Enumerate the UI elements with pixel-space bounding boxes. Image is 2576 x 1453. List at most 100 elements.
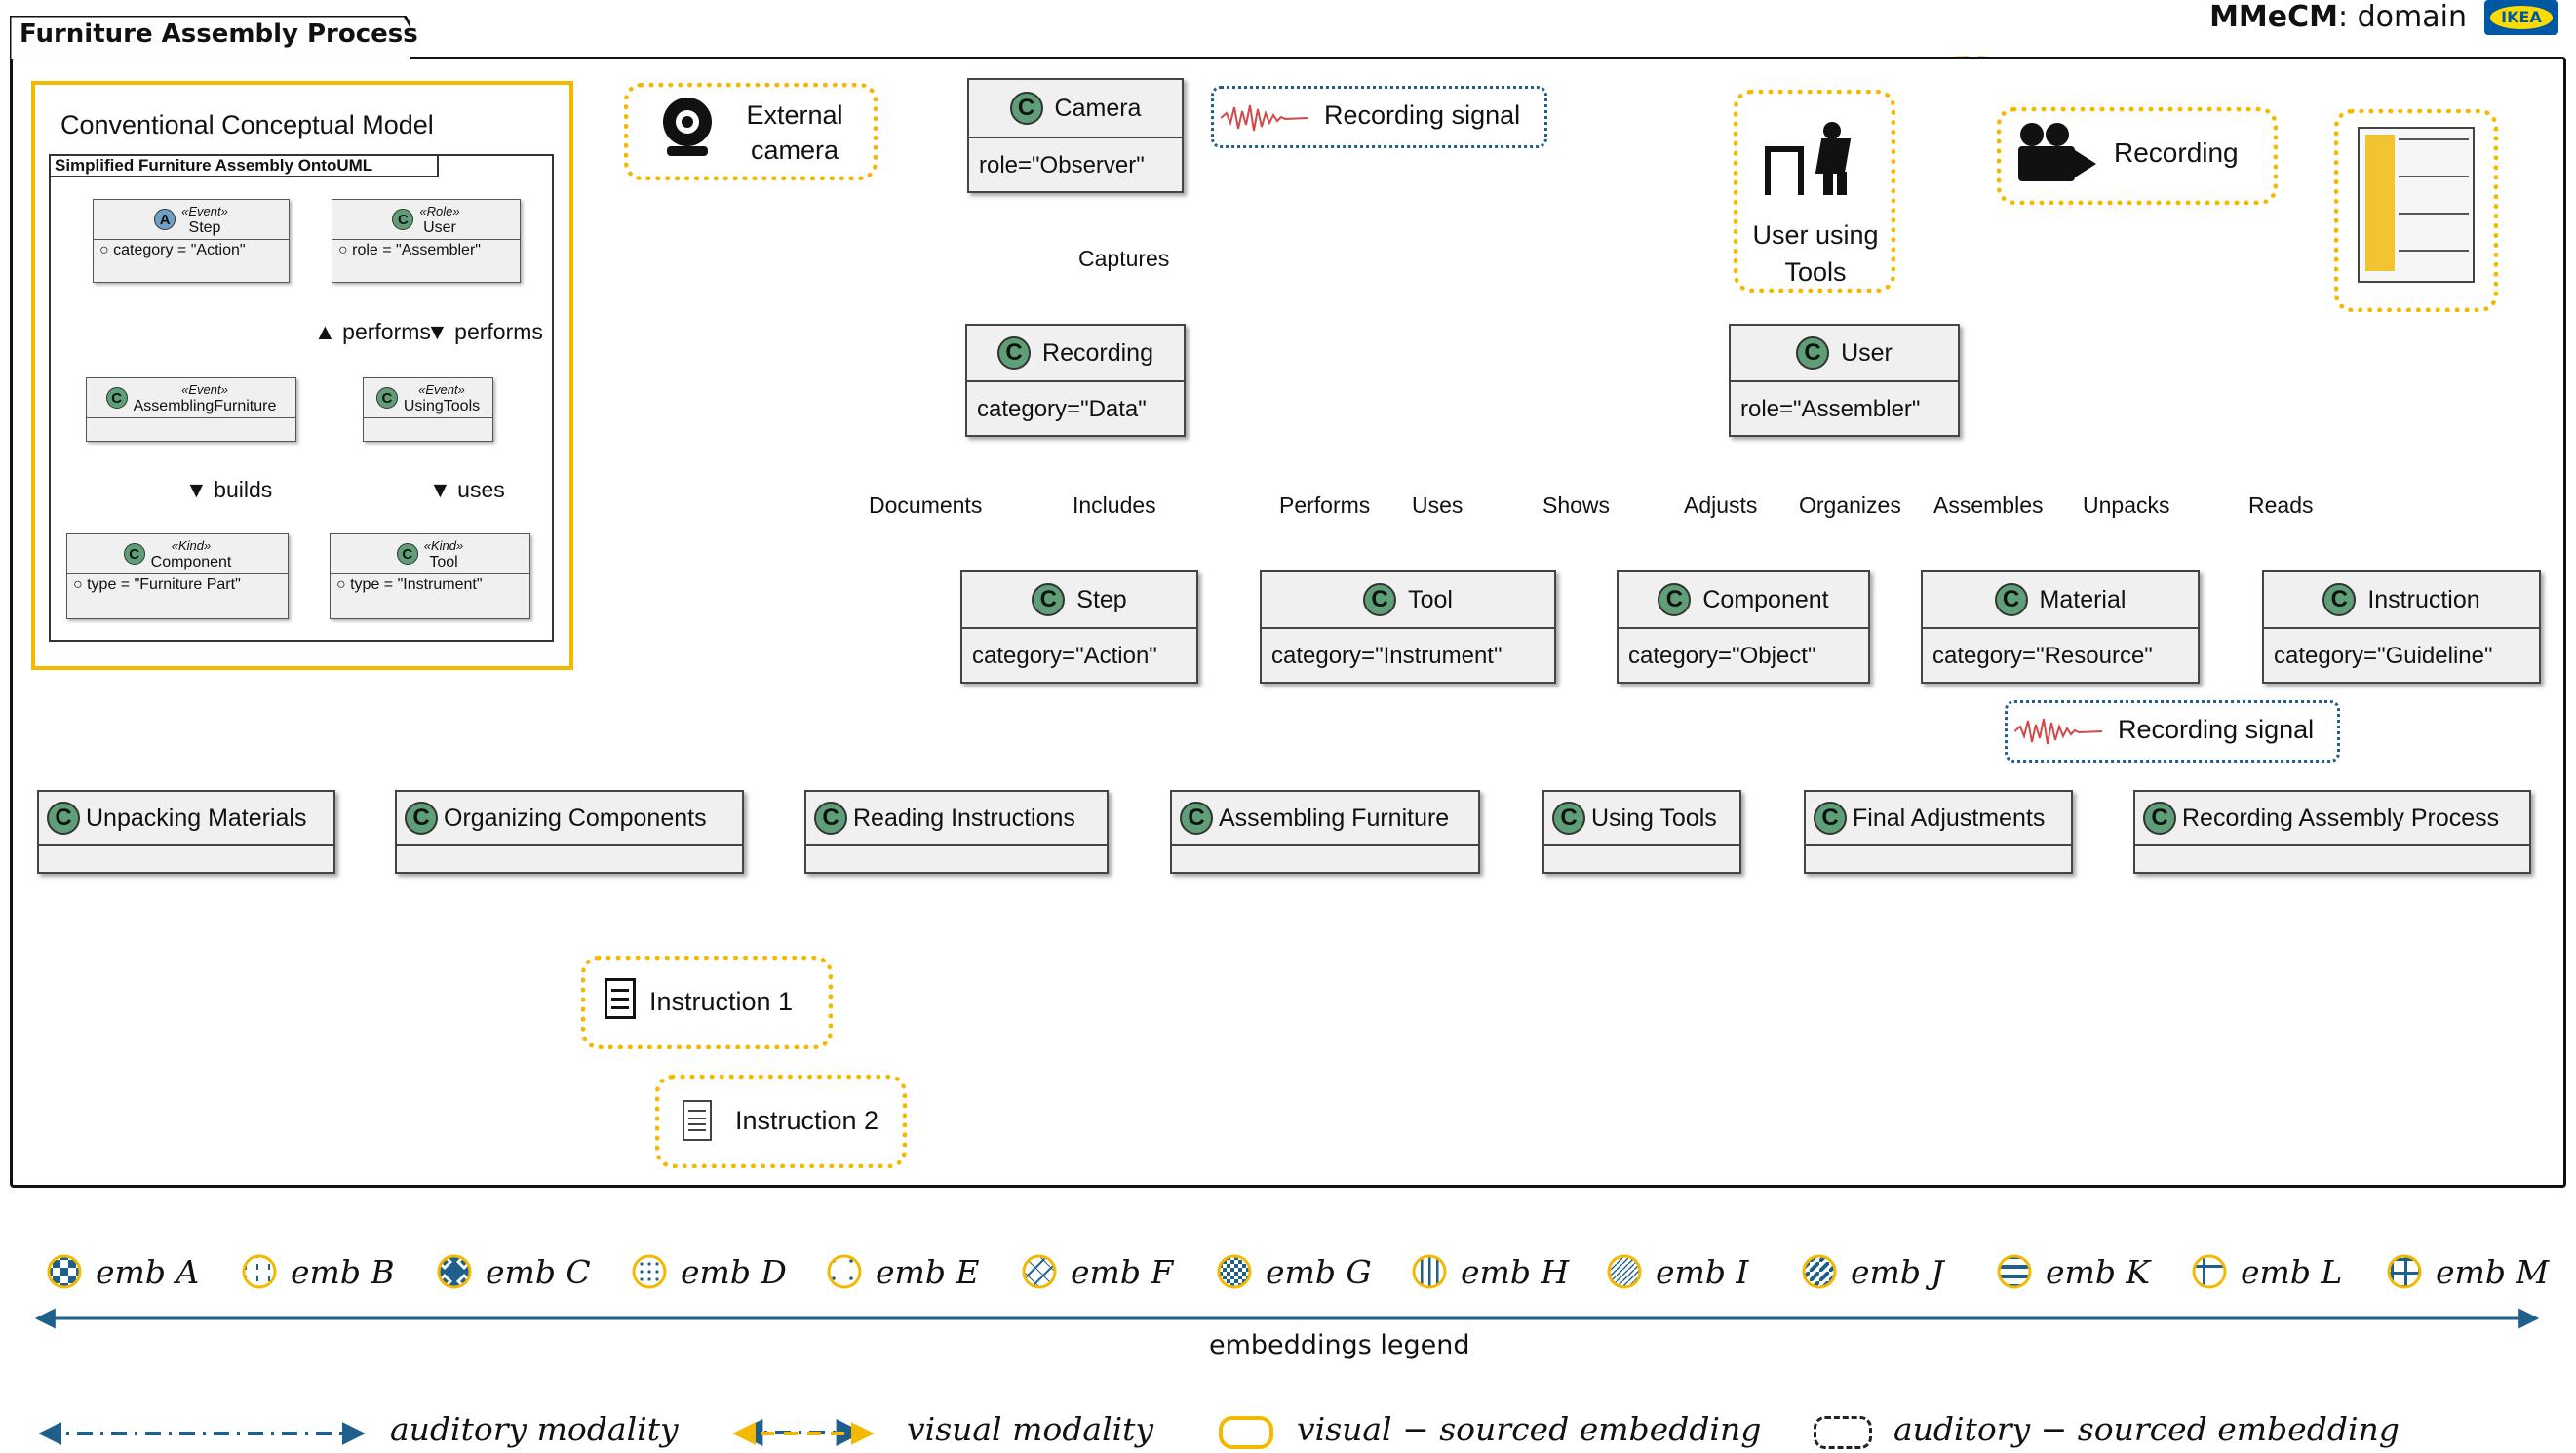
auditory-arrow-icon	[38, 1422, 366, 1445]
ccm-edge-performs-1-text: performs	[342, 319, 431, 344]
ccm-edge-performs-2: ▼ performs	[426, 319, 543, 344]
visual-arrow-icon	[732, 1422, 875, 1445]
ccm-assembling: C «Event»AssemblingFurniture	[86, 377, 296, 442]
legend-visual-label: visual modality	[907, 1410, 1154, 1448]
ccm-package-tab: Simplified Furniture Assembly OntoUML	[49, 154, 439, 177]
class-badge-icon: C	[1994, 583, 2028, 616]
class-badge-icon: C	[1032, 583, 1066, 616]
class-final-name: Final Adjustments	[1853, 804, 2046, 832]
ccm-assembling-stereotype: «Event»	[181, 382, 228, 397]
class-material-attr: category="Resource"	[1932, 643, 2153, 669]
class-badge-icon: C	[997, 336, 1032, 370]
legend-emb-a: emb A	[45, 1250, 199, 1293]
emb-c-icon	[437, 1254, 472, 1289]
ccm-subtitle: Simplified Furniture Assembly OntoUML	[55, 156, 373, 175]
class-camera-name: Camera	[1054, 94, 1142, 122]
class-step-name: Step	[1076, 585, 1127, 613]
class-organizing-name: Organizing Components	[444, 804, 707, 832]
legend-emb-i-label: emb I	[1656, 1252, 1749, 1291]
legend-emb-b-label: emb B	[291, 1252, 395, 1291]
class-badge-icon: C	[396, 543, 418, 565]
class-instruction-name: Instruction	[2367, 585, 2480, 613]
instruction2-label: Instruction 2	[735, 1106, 879, 1135]
legend-emb-m: emb M	[2385, 1250, 2549, 1293]
ccm-assembling-name: AssemblingFurniture	[133, 398, 277, 414]
legend-emb-h: emb H	[1410, 1250, 1569, 1293]
emb-g-icon	[1217, 1254, 1252, 1289]
legend-emb-g-label: emb G	[1266, 1252, 1372, 1291]
ccm-edge-builds: ▼ builds	[185, 477, 273, 502]
webcam-icon	[659, 98, 716, 156]
ccm-step-stereotype: «Event»	[181, 204, 228, 218]
class-component-attr: category="Object"	[1628, 643, 1816, 669]
ccm-step: A«Event»Step ○ category = "Action"	[93, 199, 290, 283]
legend-visual-sourced-label: visual − sourced embedding	[1297, 1410, 1762, 1448]
visual-embedding-sample-icon	[1219, 1416, 1273, 1449]
ccm-tool-stereotype: «Kind»	[423, 538, 464, 553]
ccm-step-name: Step	[188, 219, 221, 236]
emb-e-icon	[827, 1254, 862, 1289]
legend-emb-l: emb L	[2190, 1250, 2342, 1293]
emb-a-icon	[47, 1254, 82, 1289]
legend-emb-a-label: emb A	[96, 1252, 200, 1291]
class-reading-name: Reading Instructions	[853, 804, 1075, 832]
emb-j-icon	[1802, 1254, 1837, 1289]
ccm-user-stereotype: «Role»	[419, 204, 460, 218]
legend-emb-c-label: emb C	[486, 1252, 591, 1291]
ccm-usingtools-name: UsingTools	[403, 398, 481, 414]
ccm-component: C«Kind»Component ○ type = "Furniture Par…	[66, 533, 289, 619]
class-badge-icon: C	[1180, 802, 1213, 835]
class-badge-icon: C	[1658, 583, 1692, 616]
class-step: C Step category="Action"	[960, 570, 1198, 684]
legend-emb-b: emb B	[240, 1250, 395, 1293]
ccm-edge-uses: ▼ uses	[429, 477, 505, 502]
emb-h-icon	[1412, 1254, 1447, 1289]
auditory-embedding-sample-icon	[1814, 1416, 1872, 1449]
legend-emb-d: emb D	[630, 1250, 787, 1293]
class-step-attr: category="Action"	[972, 643, 1157, 669]
ccm-user: C«Role»User ○ role = "Assembler"	[332, 199, 521, 283]
ccm-user-attr: role = "Assembler"	[352, 242, 481, 258]
legend-emb-e: emb E	[825, 1250, 980, 1293]
edge-label-performs: Performs	[1279, 492, 1371, 519]
class-unpacking-name: Unpacking Materials	[86, 804, 307, 832]
class-tool-name: Tool	[1408, 585, 1453, 613]
class-camera-attr: role="Observer"	[979, 152, 1145, 178]
emb-k-icon	[1997, 1254, 2032, 1289]
class-camera: C Camera role="Observer"	[967, 78, 1184, 193]
ccm-usingtools-stereotype: «Event»	[418, 382, 465, 397]
legend-emb-e-label: emb E	[876, 1252, 980, 1291]
ikea-logo-text: IKEA	[2490, 6, 2553, 29]
legend-emb-i: emb I	[1605, 1250, 1748, 1293]
process-title: Furniture Assembly Process	[20, 20, 418, 49]
class-badge-icon: C	[1363, 583, 1397, 616]
class-badge-icon: C	[1009, 92, 1043, 125]
legend-emb-k-label: emb K	[2046, 1252, 2151, 1291]
class-badge-icon: C	[2322, 583, 2357, 616]
class-badge-icon: C	[105, 387, 128, 409]
user-using-tools-label: User using Tools	[1752, 220, 1879, 287]
legend-emb-h-label: emb H	[1461, 1252, 1570, 1291]
legend-emb-k: emb K	[1995, 1250, 2150, 1293]
legend-emb-d-label: emb D	[681, 1252, 787, 1291]
class-material-name: Material	[2039, 585, 2127, 613]
recording-top-label: Recording	[2114, 137, 2239, 168]
abstract-badge-icon: A	[154, 209, 176, 230]
ccm-component-name: Component	[150, 554, 232, 570]
ccm-edge-performs-2-text: performs	[454, 319, 543, 344]
embeddings-legend-caption: embeddings legend	[1209, 1330, 1470, 1360]
class-user-name: User	[1841, 338, 1893, 367]
domain-suffix: : domain	[2338, 0, 2467, 34]
edge-label-documents: Documents	[869, 492, 983, 519]
legend-auditory-label: auditory modality	[390, 1410, 679, 1448]
legend-emb-c: emb C	[435, 1250, 591, 1293]
ccm-user-name: User	[423, 219, 456, 236]
legend-emb-f: emb F	[1020, 1250, 1173, 1293]
edge-label-includes: Includes	[1073, 492, 1156, 519]
ikea-logo: IKEA	[2484, 0, 2558, 35]
